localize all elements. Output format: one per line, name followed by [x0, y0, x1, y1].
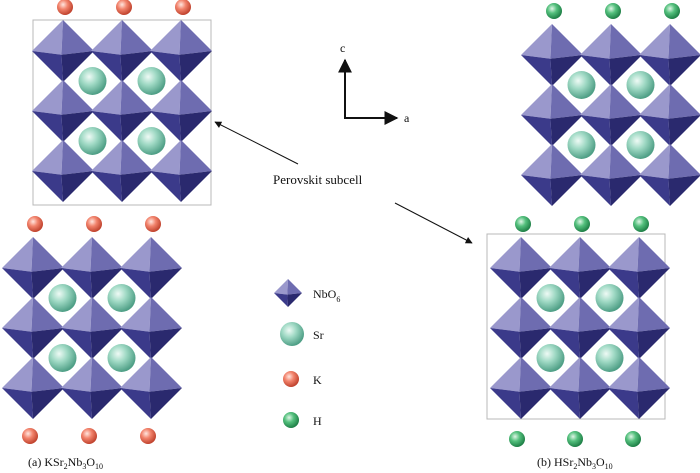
k-sphere: [116, 0, 132, 15]
axes-indicator: c a: [338, 41, 410, 125]
nbo6-octahedron: [580, 144, 642, 206]
nbo6-octahedron: [2, 237, 64, 299]
caption-a: (a) KSr2Nb3O10: [28, 455, 103, 471]
h-sphere: [567, 431, 583, 447]
caption-b: (b) HSr2Nb3O10: [537, 455, 613, 471]
h-sphere: [625, 431, 641, 447]
nbo6-octahedron: [639, 24, 700, 86]
legend-label-k: K: [313, 373, 322, 387]
nbo6-octahedron: [91, 20, 153, 82]
h-sphere: [633, 216, 649, 232]
nbo6-octahedron: [608, 237, 670, 299]
k-sphere: [175, 0, 191, 15]
nbo6-octahedron: [549, 237, 611, 299]
k-sphere: [86, 216, 102, 232]
legend: NbO6 Sr K H: [274, 279, 340, 428]
nbo6-octahedron: [91, 80, 153, 142]
nbo6-octahedron: [580, 84, 642, 146]
nbo6-octahedron: [32, 20, 94, 82]
h-sphere: [546, 3, 562, 19]
nbo6-octahedron: [2, 357, 64, 419]
h-sphere: [509, 431, 525, 447]
nbo6-octahedron: [549, 357, 611, 419]
nbo6-octahedron: [61, 297, 123, 359]
nbo6-octahedron: [490, 297, 552, 359]
nbo6-octahedron: [150, 80, 212, 142]
h-sphere: [515, 216, 531, 232]
structure-b-bottom-block: [490, 216, 670, 447]
nbo6-octahedron: [521, 24, 583, 86]
nbo6-octahedron: [120, 357, 182, 419]
nbo6-octahedron: [521, 144, 583, 206]
k-sphere: [81, 428, 97, 444]
h-sphere: [605, 3, 621, 19]
sr-sphere: [107, 284, 136, 312]
sr-sphere: [567, 131, 596, 159]
sr-sphere: [78, 67, 107, 95]
nbo6-octahedron: [608, 357, 670, 419]
subcell-arrow-b: [394, 202, 473, 244]
nbo6-octahedron: [120, 237, 182, 299]
sr-sphere: [48, 344, 77, 372]
sr-sphere: [137, 67, 166, 95]
legend-label-nbo6: NbO6: [313, 287, 340, 304]
sr-sphere: [626, 131, 655, 159]
nbo6-octahedron: [150, 20, 212, 82]
subcell-arrow-a: [214, 121, 299, 165]
k-sphere: [57, 0, 73, 15]
nbo6-octahedron: [521, 84, 583, 146]
sr-sphere: [567, 71, 596, 99]
nbo6-octahedron: [608, 297, 670, 359]
sr-sphere: [137, 127, 166, 155]
h-sphere-icon: [283, 412, 299, 428]
structure-a-top-block: [32, 0, 212, 202]
nbo6-octahedron: [120, 297, 182, 359]
structure-a-bottom-block: [2, 216, 182, 444]
c-axis-label: c: [340, 41, 345, 55]
k-sphere: [145, 216, 161, 232]
nbo6-octahedron: [61, 237, 123, 299]
h-sphere: [574, 216, 590, 232]
k-sphere: [140, 428, 156, 444]
nbo6-octahedron: [274, 279, 302, 307]
legend-label-sr: Sr: [313, 328, 324, 342]
k-sphere-icon: [283, 371, 299, 387]
octahedron-icon: [274, 279, 302, 307]
sr-sphere: [536, 284, 565, 312]
nbo6-octahedron: [61, 357, 123, 419]
nbo6-octahedron: [32, 140, 94, 202]
nbo6-octahedron: [639, 144, 700, 206]
nbo6-octahedron: [580, 24, 642, 86]
sr-sphere: [78, 127, 107, 155]
k-sphere: [27, 216, 43, 232]
sr-sphere-icon: [280, 322, 304, 346]
a-axis-label: a: [404, 111, 410, 125]
sr-sphere: [48, 284, 77, 312]
nbo6-octahedron: [490, 237, 552, 299]
structure-b-top-block: [521, 3, 700, 206]
h-sphere: [664, 3, 680, 19]
nbo6-octahedron: [490, 357, 552, 419]
subcell-label: Perovskit subcell: [273, 172, 363, 187]
legend-label-h: H: [313, 414, 322, 428]
nbo6-octahedron: [2, 297, 64, 359]
nbo6-octahedron: [32, 80, 94, 142]
nbo6-octahedron: [549, 297, 611, 359]
sr-sphere: [626, 71, 655, 99]
nbo6-octahedron: [91, 140, 153, 202]
sr-sphere: [536, 344, 565, 372]
nbo6-octahedron: [639, 84, 700, 146]
sr-sphere: [595, 344, 624, 372]
sr-sphere: [595, 284, 624, 312]
k-sphere: [22, 428, 38, 444]
subcell-annotation: Perovskit subcell: [214, 121, 473, 244]
nbo6-octahedron: [150, 140, 212, 202]
sr-sphere: [107, 344, 136, 372]
